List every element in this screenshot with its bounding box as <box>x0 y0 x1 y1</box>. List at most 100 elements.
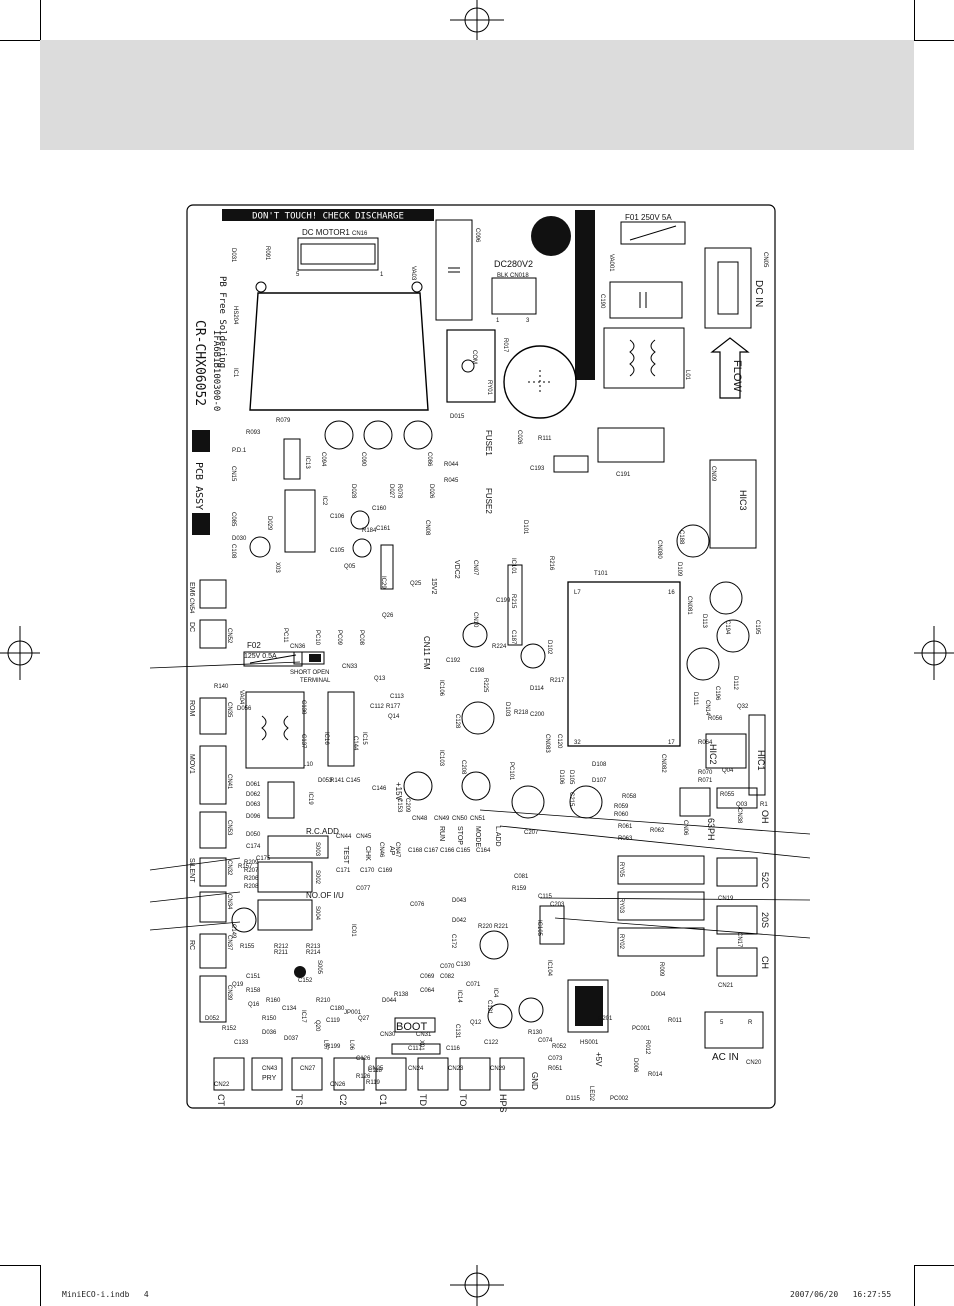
ic101 <box>507 564 523 646</box>
label-c082: C082 <box>440 974 455 980</box>
label-d061: D061 <box>246 782 261 788</box>
label-cn36: CN36 <box>290 644 306 650</box>
label-cn15: CN15 <box>230 466 236 482</box>
label-t101: T101 <box>594 571 608 577</box>
label-ic4: IC4 <box>492 988 498 998</box>
capacitor-c208 <box>461 771 491 801</box>
label-r218: R218 <box>514 710 529 716</box>
label-cn29: CN29 <box>490 1066 506 1072</box>
label-cn32: CN32 <box>226 860 232 876</box>
label-c192: C192 <box>446 658 461 664</box>
label-cn31: CN31 <box>416 1032 432 1038</box>
pcb-assy-label: PCB ASSY <box>193 462 204 510</box>
label-num-3: 3 <box>526 318 530 324</box>
ic29 <box>380 544 394 590</box>
label-c134: C134 <box>282 1006 297 1012</box>
label-q32: Q32 <box>737 704 749 710</box>
connector-cn37 <box>199 933 227 969</box>
label-num-16: 16 <box>668 590 675 596</box>
label-cn081: CN081 <box>686 596 692 615</box>
label-cn45: CN45 <box>356 834 372 840</box>
label-d050: D050 <box>246 832 261 838</box>
label-ry02: RY02 <box>618 934 624 950</box>
label-tdc: DC <box>188 622 195 632</box>
label-cn49: CN49 <box>434 816 450 822</box>
label-c119: C119 <box>326 1018 341 1024</box>
label-r091: R091 <box>264 246 270 261</box>
label-c187: C187 <box>510 630 516 645</box>
label-d029: D029 <box>266 516 272 531</box>
label-d062: D062 <box>246 792 261 798</box>
dip-switch-s003 <box>267 835 329 859</box>
label-c200: C200 <box>530 712 545 718</box>
label-q12: Q12 <box>470 1020 482 1026</box>
label-hic2: HIC2 <box>708 744 718 765</box>
label-c074: C074 <box>538 1038 553 1044</box>
label-s005: S005 <box>316 960 322 975</box>
label-c069: C069 <box>420 974 435 980</box>
label-r206: R206 <box>244 876 259 882</box>
label-d006: D006 <box>632 1058 638 1073</box>
capacitor-c195 <box>716 619 750 653</box>
capacitor-c194 <box>709 581 743 615</box>
registration-mark-bottom <box>450 1265 504 1306</box>
label-r212: R212 <box>274 944 289 950</box>
label-d112: D112 <box>732 676 738 691</box>
marker-square <box>192 430 210 452</box>
label-c108: C108 <box>230 544 236 559</box>
label-r152: R152 <box>222 1026 237 1032</box>
label-c174: C174 <box>246 844 261 850</box>
crop-mark <box>914 1265 915 1306</box>
label-pc002: PC002 <box>610 1096 629 1102</box>
label-d096: D096 <box>246 814 261 820</box>
label-d036: D036 <box>262 1030 277 1036</box>
relay-ry05 <box>617 855 705 885</box>
label-r199: R199 <box>326 1044 341 1050</box>
mounting-hole <box>531 216 571 256</box>
label-tap: AP <box>388 846 395 856</box>
connector-cn32 <box>199 857 227 887</box>
label-cn35: CN35 <box>226 702 232 718</box>
label-c133: C133 <box>234 1040 249 1046</box>
label-c117: C117 <box>408 1046 423 1052</box>
capacitor-c207 <box>511 785 545 819</box>
label-d052: D052 <box>205 1016 220 1022</box>
label-c152: C152 <box>298 978 313 984</box>
label-r063: R063 <box>618 836 633 842</box>
label-pd1: P.D.1 <box>232 448 247 454</box>
label-r217: R217 <box>550 678 565 684</box>
label-c121: C121 <box>486 1000 492 1015</box>
label-va04: VA04 <box>238 690 244 705</box>
label-c113: C113 <box>390 694 405 700</box>
label-num-1: 1 <box>496 318 500 324</box>
capacitor-c130 <box>479 930 509 960</box>
label-c171: C171 <box>336 868 351 874</box>
capacitor-c209 <box>403 771 433 801</box>
label-t52c: 52C <box>760 872 770 889</box>
crop-mark <box>0 40 40 41</box>
label-l07: L07 <box>322 1040 328 1051</box>
label-d113: D113 <box>701 614 707 629</box>
label-c118: C118 <box>368 1068 383 1074</box>
label-cn-r1: R1 <box>760 802 768 808</box>
label-d053: D053 <box>318 778 333 784</box>
label-ry01: RY01 <box>486 380 492 396</box>
label-c208: C208 <box>460 760 466 775</box>
label-r213: R213 <box>306 944 321 950</box>
label-fuse-f02-rating: 125V 0.5A <box>244 653 277 660</box>
label-d028: D028 <box>350 484 356 499</box>
label-d105: D105 <box>568 770 574 785</box>
label-tsilent: SILENT <box>188 858 195 883</box>
label-blk: BLK <box>497 273 508 279</box>
label-cn44: CN44 <box>336 834 352 840</box>
bottom-connectors <box>213 1057 525 1091</box>
label-r061: R061 <box>618 824 633 830</box>
connector-cn34 <box>199 891 227 923</box>
label-d030: D030 <box>232 536 247 542</box>
label-r009: R009 <box>658 962 664 977</box>
capacitor-c191 <box>597 427 665 463</box>
label-c120: C120 <box>556 734 562 749</box>
label-ic105: IC105 <box>536 920 542 937</box>
label-c115: C115 <box>538 894 553 900</box>
label-ic1: IC1 <box>232 368 238 378</box>
